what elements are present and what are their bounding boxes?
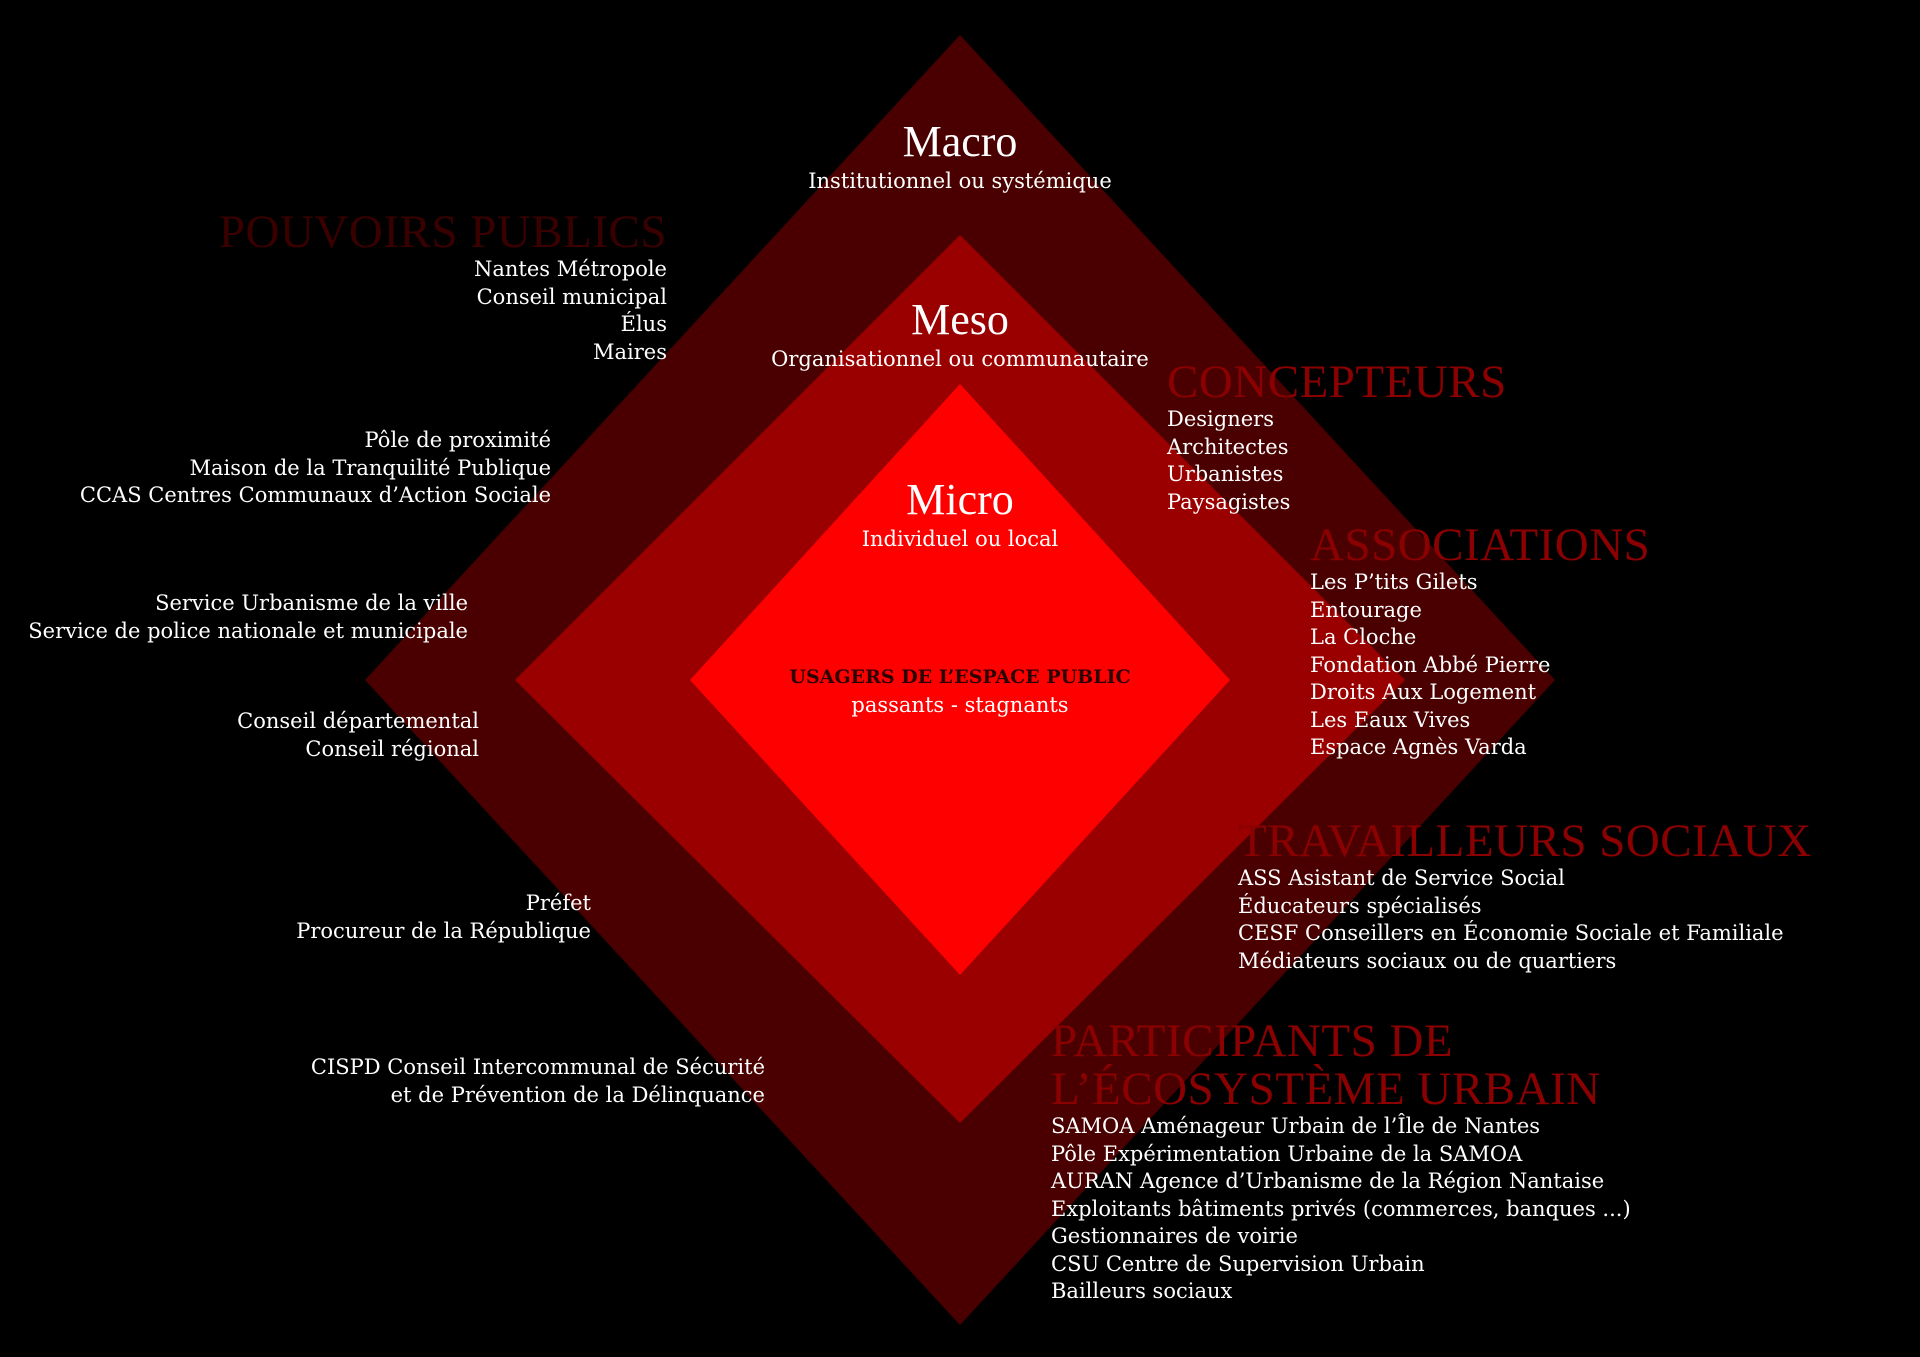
micro-diamond	[690, 384, 1230, 975]
participants-item: SAMOA Aménageur Urbain de l’Île de Nante…	[1051, 1114, 1541, 1138]
pp-item: Maires	[593, 339, 667, 364]
left-item: et de Prévention de la Délinquance	[390, 1082, 765, 1107]
associations-item: Entourage	[1310, 597, 1422, 622]
participants-item: Gestionnaires de voirie	[1051, 1224, 1298, 1248]
associations-item: Les P’tits Gilets	[1310, 570, 1478, 594]
left-item: Pôle de proximité	[364, 428, 551, 452]
concepteurs-item: Urbanistes	[1167, 462, 1284, 486]
participants-item: Pôle Expérimentation Urbaine de la SAMOA	[1051, 1141, 1523, 1166]
associations-item: Fondation Abbé Pierre	[1310, 652, 1551, 677]
travailleurs-item: Médiateurs sociaux ou de quartiers	[1238, 948, 1617, 973]
left-item: Procureur de la République	[296, 918, 591, 943]
associations-item: Droits Aux Logement	[1310, 680, 1537, 704]
micro-label: Micro Individuel ou local	[660, 474, 1260, 552]
associations-heading: ASSOCIATIONS	[1310, 519, 1651, 571]
participants-group: PARTICIPANTS DE L’ÉCOSYSTÈME URBAIN SAMO…	[1051, 1017, 1631, 1306]
macro-subtitle: Institutionnel ou systémique	[808, 169, 1112, 193]
travailleurs-sociaux-heading: TRAVAILLEURS SOCIAUX	[1238, 815, 1812, 867]
center-label: USAGERS DE L’ESPACE PUBLIC passants - st…	[660, 663, 1260, 719]
left-item: Conseil départemental	[237, 709, 479, 733]
left-block-4: Préfet Procureur de la République	[296, 890, 591, 945]
left-item: Service Urbanisme de la ville	[155, 591, 468, 615]
travailleurs-item: ASS Asistant de Service Social	[1238, 866, 1565, 890]
concepteurs-item: Designers	[1167, 407, 1274, 431]
left-item: Conseil régional	[305, 736, 479, 761]
meso-subtitle: Organisationnel ou communautaire	[771, 347, 1149, 371]
travailleurs-item: CESF Conseillers en Économie Sociale et …	[1238, 921, 1784, 945]
concepteurs-item: Paysagistes	[1167, 489, 1291, 514]
left-item: Service de police nationale et municipal…	[28, 618, 468, 643]
pp-item: Conseil municipal	[476, 284, 667, 309]
meso-label: Meso Organisationnel ou communautaire	[660, 294, 1260, 372]
travailleurs-item: Éducateurs spécialisés	[1238, 893, 1482, 918]
travailleurs-sociaux-group: TRAVAILLEURS SOCIAUX ASS Asistant de Ser…	[1238, 817, 1812, 975]
participants-item: CSU Centre de Supervision Urbain	[1051, 1251, 1425, 1276]
pouvoirs-publics-group: POUVOIRS PUBLICS Nantes Métropole Consei…	[219, 208, 667, 366]
macro-label: Macro Institutionnel ou systémique	[660, 116, 1260, 194]
left-block-3: Conseil départemental Conseil régional	[237, 708, 479, 763]
center-title: USAGERS DE L’ESPACE PUBLIC	[789, 666, 1131, 688]
left-block-5: CISPD Conseil Intercommunal de Sécurité …	[311, 1054, 765, 1109]
left-item: Maison de la Tranquilité Publique	[189, 455, 552, 480]
meso-title: Meso	[911, 295, 1009, 344]
associations-item: La Cloche	[1310, 625, 1417, 649]
associations-item: Les Eaux Vives	[1310, 707, 1471, 732]
associations-item: Espace Agnès Varda	[1310, 735, 1527, 759]
pp-item: Élus	[620, 312, 667, 336]
associations-group: ASSOCIATIONS Les P’tits Gilets Entourage…	[1310, 521, 1650, 762]
center-subtitle: passants - stagnants	[851, 693, 1069, 717]
concepteurs-heading: CONCEPTEURS	[1167, 356, 1507, 408]
left-block-1: Pôle de proximité Maison de la Tranquili…	[80, 427, 551, 510]
participants-item: AURAN Agence d’Urbanisme de la Région Na…	[1051, 1169, 1605, 1193]
concepteurs-group: CONCEPTEURS Designers Architectes Urbani…	[1167, 358, 1507, 516]
participants-item: Exploitants bâtiments privés (commerces,…	[1051, 1196, 1631, 1221]
pp-item: Nantes Métropole	[473, 257, 667, 281]
left-block-2: Service Urbanisme de la ville Service de…	[28, 590, 468, 645]
pouvoirs-publics-heading: POUVOIRS PUBLICS	[218, 206, 667, 258]
macro-title: Macro	[902, 117, 1018, 166]
left-item: CISPD Conseil Intercommunal de Sécurité	[310, 1055, 765, 1079]
participants-heading-line2: L’ÉCOSYSTÈME URBAIN	[1051, 1063, 1601, 1115]
left-item: CCAS Centres Communaux d’Action Sociale	[79, 483, 551, 507]
left-item: Préfet	[525, 891, 591, 915]
participants-heading-line1: PARTICIPANTS DE	[1051, 1015, 1454, 1067]
concepteurs-item: Architectes	[1167, 434, 1289, 459]
micro-subtitle: Individuel ou local	[861, 527, 1059, 551]
participants-item: Bailleurs sociaux	[1051, 1279, 1233, 1303]
micro-title: Micro	[906, 475, 1014, 524]
